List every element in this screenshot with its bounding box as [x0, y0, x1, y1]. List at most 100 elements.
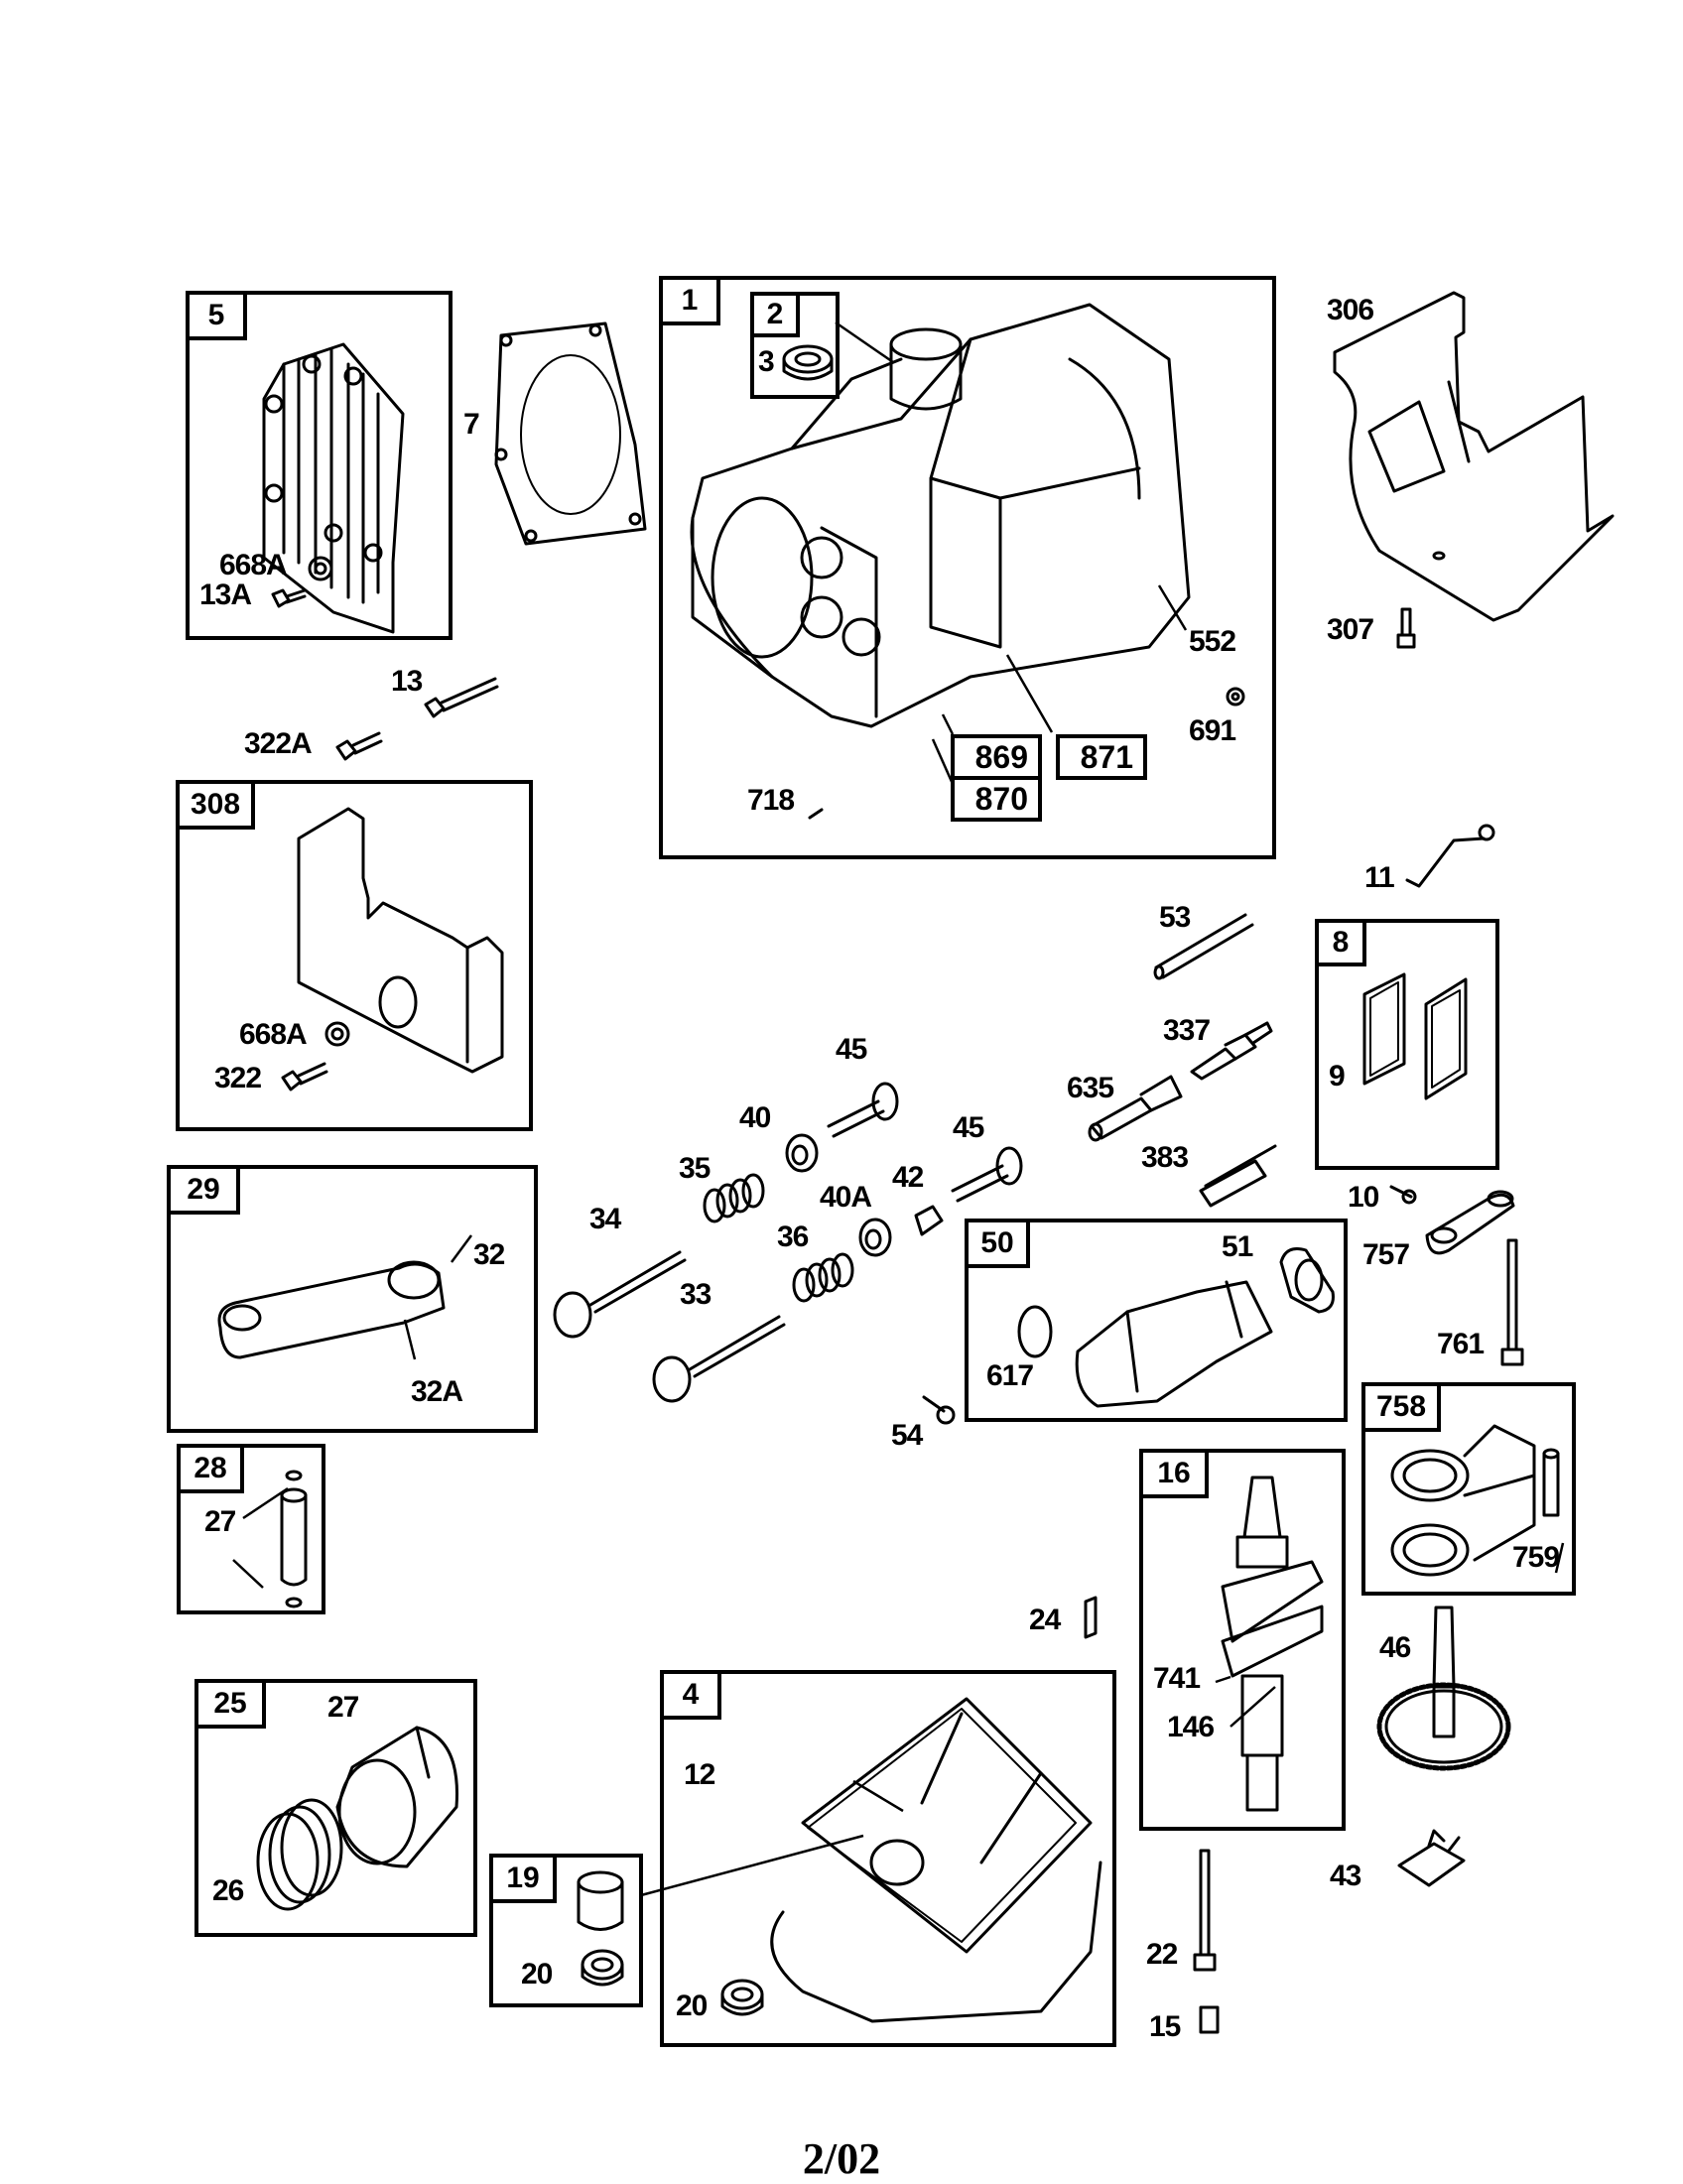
bolt-13-icon	[424, 677, 499, 718]
part-label-53: 53	[1159, 901, 1191, 934]
seal-20-pan-icon	[720, 1979, 764, 2016]
part-label-617: 617	[986, 1359, 1034, 1392]
spring-36-drawing	[792, 1252, 854, 1303]
group-29-connecting-rod: 29 32 32A	[167, 1165, 538, 1433]
group-25-piston: 25 27 26	[194, 1679, 477, 1937]
part-label-36: 36	[777, 1220, 809, 1253]
group-tag-8: 8	[1319, 923, 1366, 966]
camshaft-gear-46-drawing	[1376, 1606, 1511, 1771]
keeper-42-icon	[914, 1205, 944, 1236]
piston-drawing	[335, 1726, 458, 1868]
group-5-cylinder-head: 5 668A 13A	[186, 291, 453, 640]
part-label-32: 32	[473, 1238, 505, 1271]
part-label-307: 307	[1327, 613, 1374, 646]
part-label-34: 34	[589, 1203, 621, 1235]
part-label-691: 691	[1189, 714, 1236, 747]
part-label-13A: 13A	[199, 578, 252, 611]
clip-383-drawing	[1199, 1144, 1277, 1208]
bolt-322A-icon	[335, 731, 383, 761]
washer-icon	[308, 556, 333, 581]
part-label-552: 552	[1189, 625, 1236, 658]
dowel-pin-icon	[808, 808, 824, 820]
part-label-7: 7	[463, 408, 480, 441]
part-label-13: 13	[391, 665, 423, 698]
cylinder-block-drawing	[690, 303, 1191, 728]
group-tag-2: 2	[754, 296, 800, 337]
part-label-35: 35	[679, 1152, 711, 1185]
group-tag-28: 28	[181, 1448, 244, 1493]
group-tag-4: 4	[664, 1674, 721, 1720]
head-gasket-drawing	[494, 321, 647, 546]
part-label-26: 26	[212, 1874, 244, 1907]
gasket-51-drawing	[1279, 1247, 1335, 1314]
group-tag-29: 29	[171, 1169, 240, 1215]
link-757-drawing	[1425, 1190, 1515, 1255]
stud-53-drawing	[1153, 913, 1254, 980]
group-tag-16: 16	[1143, 1453, 1209, 1498]
part-label-51: 51	[1222, 1230, 1253, 1263]
tappet-45-upper-drawing	[827, 1082, 899, 1138]
group-tag-1: 1	[663, 280, 720, 325]
part-label-9: 9	[1329, 1060, 1346, 1092]
valve-34-drawing	[553, 1250, 687, 1339]
part-label-32A: 32A	[411, 1375, 463, 1408]
pin-759-drawing	[1542, 1448, 1560, 1517]
part-label-40: 40	[739, 1101, 771, 1134]
group-19-bearing: 19 20	[489, 1854, 643, 2007]
nut-691-icon	[1226, 687, 1245, 707]
bracket-758-drawing	[1390, 1424, 1536, 1577]
plug-15-icon	[1199, 2005, 1220, 2034]
part-label-42: 42	[892, 1161, 924, 1194]
valve-33-drawing	[652, 1315, 786, 1403]
group-tag-19: 19	[493, 1858, 557, 1903]
page-date-footer: 2/02	[802, 2134, 881, 2183]
part-label-759: 759	[1512, 1541, 1560, 1574]
part-label-20-bearing: 20	[521, 1958, 553, 1991]
part-label-45-lower: 45	[953, 1111, 984, 1144]
part-label-27-pin: 27	[204, 1505, 236, 1538]
part-label-337: 337	[1163, 1014, 1211, 1047]
valve-cover-gasket-drawing	[1362, 972, 1468, 1100]
part-label-871: 871	[1056, 734, 1147, 780]
back-plate-drawing	[297, 807, 504, 1074]
part-label-869: 869	[951, 734, 1042, 780]
retainer-40A-icon	[858, 1218, 892, 1257]
oil-seal-icon	[782, 344, 834, 381]
connecting-rod-drawing	[217, 1260, 446, 1359]
part-label-45-upper: 45	[836, 1033, 867, 1066]
part-label-10: 10	[1348, 1181, 1379, 1214]
part-label-40A: 40A	[820, 1181, 872, 1214]
key-24-icon	[1084, 1596, 1098, 1639]
oil-pan-drawing	[770, 1697, 1102, 2023]
group-28-piston-pin: 28 27	[177, 1444, 325, 1614]
spark-plug-337-drawing	[1190, 1021, 1273, 1081]
group-tag-308: 308	[180, 784, 255, 830]
group-308-shield: 308 668A 322	[176, 780, 533, 1131]
part-label-668A-308: 668A	[239, 1018, 308, 1051]
part-label-43: 43	[1330, 1860, 1361, 1892]
intake-manifold-drawing	[1075, 1280, 1273, 1408]
bushing-19-drawing	[577, 1870, 624, 1931]
part-label-306: 306	[1327, 294, 1374, 326]
group-4-oil-pan: 4 12 20	[660, 1670, 1116, 2047]
breather-tube-11-drawing	[1405, 824, 1495, 888]
part-label-24: 24	[1029, 1604, 1061, 1636]
part-label-22: 22	[1146, 1938, 1178, 1971]
bolt-307-icon	[1396, 607, 1416, 649]
group-50-intake-manifold: 50 51 617	[965, 1219, 1348, 1422]
bolt-761-drawing	[1500, 1238, 1524, 1366]
part-label-54: 54	[891, 1419, 923, 1452]
cylinder-head-drawing	[262, 342, 405, 634]
o-ring-617-icon	[1017, 1305, 1053, 1358]
part-label-12: 12	[684, 1758, 715, 1791]
group-tag-5: 5	[190, 295, 247, 340]
boot-635-drawing	[1088, 1075, 1183, 1142]
crankshaft-drawing	[1221, 1476, 1324, 1812]
part-label-668A: 668A	[219, 549, 288, 581]
part-label-718: 718	[747, 784, 795, 817]
piston-pin-drawing	[280, 1470, 308, 1608]
tappet-45-lower-drawing	[951, 1146, 1023, 1203]
washer-308-icon	[324, 1021, 350, 1047]
seal-20-icon	[581, 1949, 624, 1987]
part-label-322: 322	[214, 1062, 262, 1094]
